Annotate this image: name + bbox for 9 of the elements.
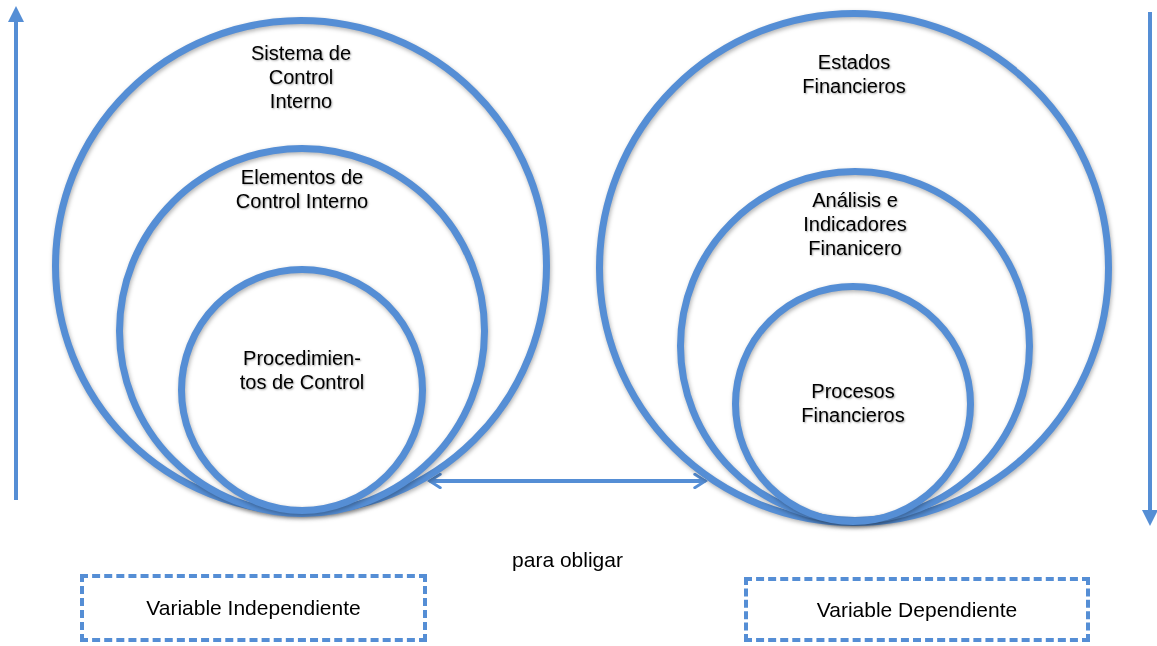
dashed-box: Variable Independiente [80,574,427,642]
circle-label: Procedimien- tos de Control [238,346,366,394]
double-arrow [428,472,707,490]
circle-label: Procesos Financieros [800,379,906,427]
circle-label: Análisis e Indicadores Finanicero [802,188,908,260]
dashed-box: Variable Dependiente [744,577,1090,642]
circle-label: Sistema de Control Interno [249,41,353,113]
circle-label: Estados Financieros [801,50,907,98]
circle-label: Elementos de Control Interno [234,165,370,213]
